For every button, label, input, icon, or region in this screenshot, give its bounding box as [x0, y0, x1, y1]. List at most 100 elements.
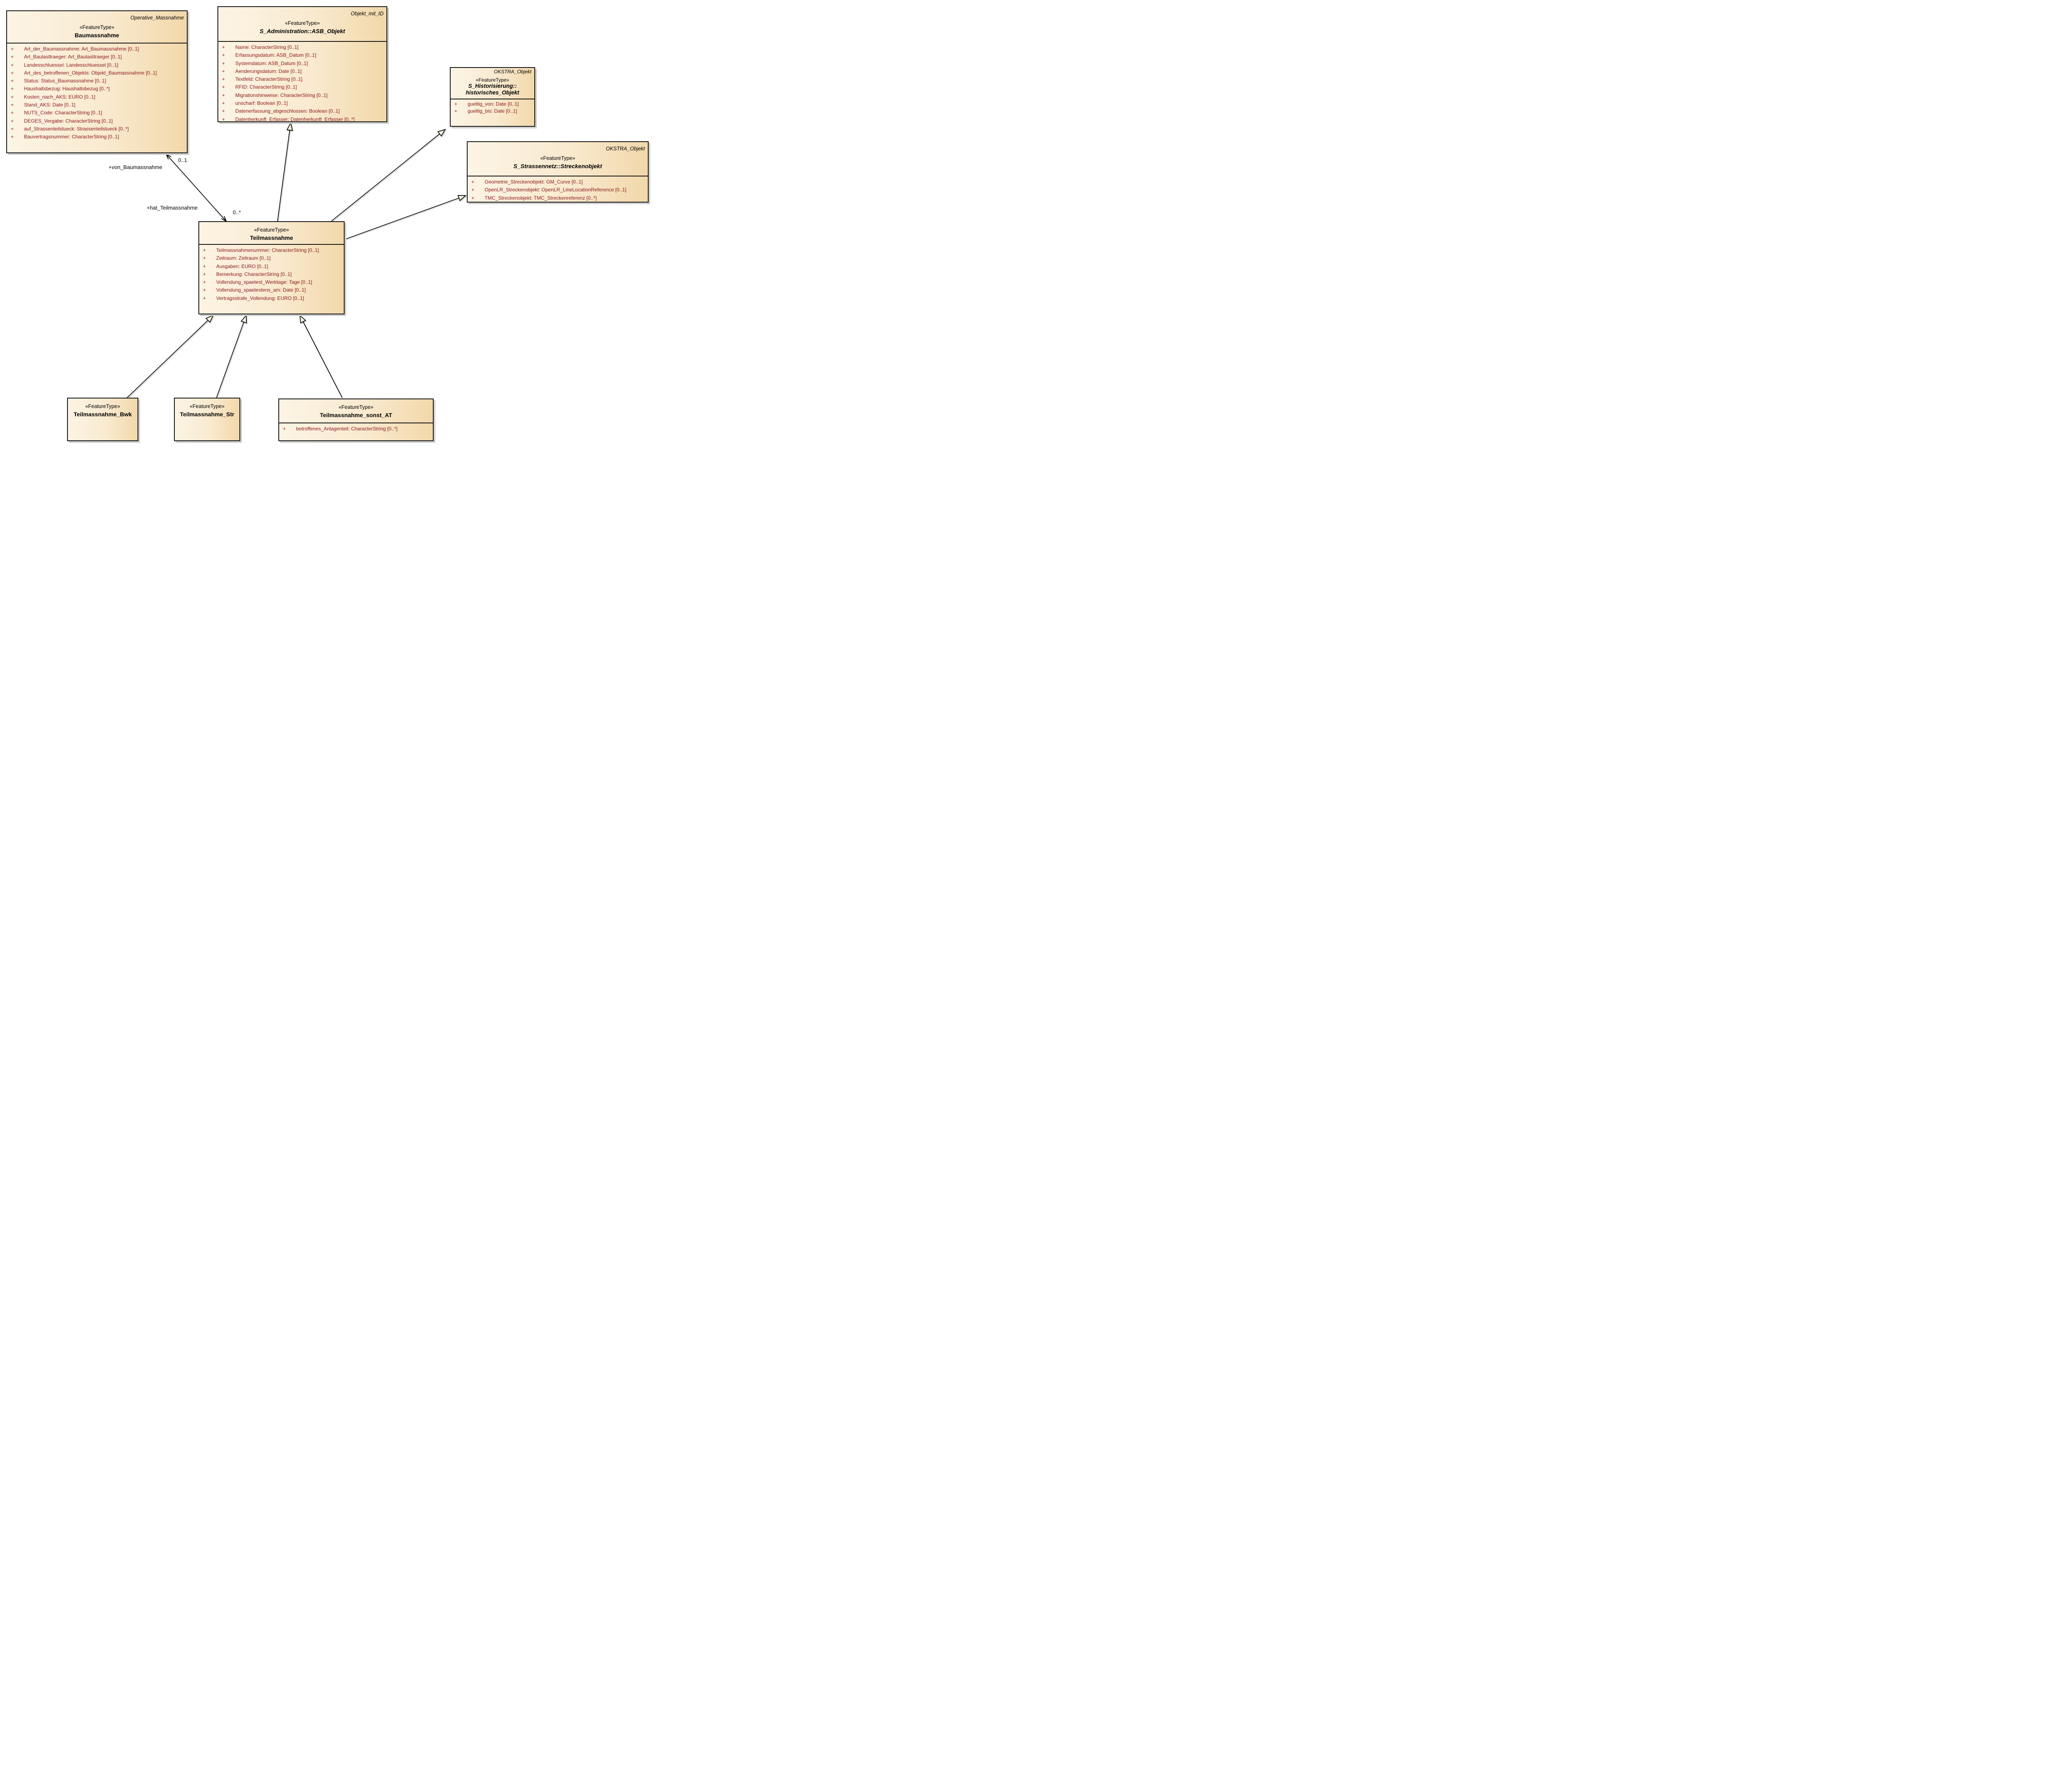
- attribute-row: +Stand_AKS: Date [0..1]: [7, 101, 187, 109]
- attribute-text: TMC_Streckenobjekt: TMC_Streckenreferenz…: [485, 195, 597, 201]
- attribute-text: gueltig_von: Date [0..1]: [468, 101, 519, 107]
- attribute-row: +Datenherkunft_Erfasser: Datenherkunft_E…: [218, 116, 386, 121]
- attribute-text: gueltig_bis: Date [0..1]: [468, 108, 517, 114]
- triangle-arrowhead-asb-objekt: [286, 122, 293, 131]
- attribute-text: Haushaltsbezug: Haushaltsbezug [0..*]: [24, 86, 110, 92]
- visibility-symbol: +: [454, 108, 458, 114]
- class-name-line-1: S_Historisierung::: [468, 83, 517, 89]
- parent-class-label: Operative_Massnahme: [130, 15, 184, 21]
- attribute-text: betroffenes_Anlagenteil: CharacterString…: [296, 426, 398, 432]
- attribute-row: +Migrationshinweise: CharacterString [0.…: [218, 92, 386, 99]
- class-box-teilmassnahme-str[interactable]: «FeatureType» Teilmassnahme_Str: [174, 398, 240, 441]
- class-header-asb-objekt: Objekt_mit_ID «FeatureType» S_Administra…: [218, 7, 386, 41]
- class-box-teilmassnahme-sonst-at[interactable]: «FeatureType» Teilmassnahme_sonst_AT + be…: [278, 398, 434, 441]
- attribute-text: Art_der_Baumassnahme: Art_Baumassnahme […: [24, 46, 139, 52]
- visibility-symbol: +: [11, 126, 14, 132]
- class-header-teilmassnahme-str: «FeatureType» Teilmassnahme_Str: [175, 398, 239, 440]
- visibility-symbol: +: [203, 287, 206, 293]
- class-header-historisches-objekt: OKSTRA_Objekt «FeatureType» S_Historisie…: [451, 68, 534, 99]
- visibility-symbol: +: [203, 279, 206, 285]
- stereotype-label: «FeatureType»: [338, 404, 374, 410]
- visibility-symbol: +: [11, 134, 14, 140]
- generalization-teilmassnahme-str-teilmassnahme[interactable]: [216, 322, 244, 398]
- visibility-symbol: +: [283, 426, 286, 432]
- class-box-teilmassnahme[interactable]: «FeatureType» Teilmassnahme +Teilmassnah…: [198, 221, 345, 314]
- visibility-symbol: +: [11, 118, 14, 124]
- triangle-arrowhead-historisches-objekt: [437, 128, 446, 137]
- attribute-text: Bauvertragsnummer: CharacterString [0..1…: [24, 134, 119, 140]
- attribute-row: + gueltig_bis: Date [0..1]: [451, 108, 534, 115]
- class-name: Teilmassnahme_sonst_AT: [320, 412, 392, 418]
- visibility-symbol: +: [222, 52, 225, 58]
- stereotype-label: «FeatureType»: [540, 155, 575, 161]
- attribute-row: +Bemerkung: CharacterString [0..1]: [199, 270, 344, 278]
- visibility-symbol: +: [222, 68, 225, 74]
- attribute-text: Vollendung_spaetestens_am: Date [0..1]: [216, 287, 306, 293]
- triangle-arrowhead-teilmassnahme-right: [299, 314, 307, 324]
- triangle-arrowhead-teilmassnahme-middle: [240, 314, 247, 324]
- attribute-row: +OpenLR_Streckenobjekt: OpenLR_LineLocat…: [468, 186, 648, 194]
- attribute-text: Ausgaben: EURO [0..1]: [216, 263, 268, 269]
- attribute-text: Teilmassnahmenummer: CharacterString [0.…: [216, 247, 319, 253]
- class-name-line-2: historisches_Objekt: [466, 89, 519, 96]
- association-baumassnahme-teilmassnahme[interactable]: [166, 154, 227, 222]
- class-name: Teilmassnahme_Str: [180, 411, 234, 418]
- stereotype-label: «FeatureType»: [189, 403, 225, 409]
- visibility-symbol: +: [203, 263, 206, 269]
- visibility-symbol: +: [222, 84, 225, 90]
- attribute-row: +Art_des_betroffenen_Objekts: Objekt_Bau…: [7, 69, 187, 77]
- class-box-baumassnahme[interactable]: Operative_Massnahme «FeatureType» Baumas…: [6, 10, 188, 153]
- attributes-compartment-teilmassnahme: + Teilmassnahmenummer: CharacterString [0…: [199, 244, 344, 314]
- attribute-row: + DEGES_Vergabe: CharacterString [0..1]: [7, 117, 187, 125]
- visibility-symbol: +: [471, 179, 475, 185]
- class-header-streckenobjekt: OKSTRA_Objekt «FeatureType» S_Strassenne…: [468, 142, 648, 176]
- class-name: S_Strassennetz::Streckenobjekt: [513, 163, 602, 169]
- attribute-text: DEGES_Vergabe: CharacterString [0..1]: [24, 118, 113, 124]
- class-header-teilmassnahme-bwk: «FeatureType» Teilmassnahme_Bwk: [68, 398, 138, 440]
- class-box-historisches-objekt[interactable]: OKSTRA_Objekt «FeatureType» S_Historisie…: [450, 67, 535, 127]
- visibility-symbol: +: [11, 102, 14, 108]
- stereotype-label: «FeatureType»: [79, 24, 115, 30]
- generalization-teilmassnahme-asb-objekt[interactable]: [277, 130, 290, 222]
- visibility-symbol: +: [11, 62, 14, 68]
- generalization-teilmassnahme-historisches-objekt[interactable]: [331, 133, 440, 222]
- attribute-text: Erfassungsdatum: ASB_Datum [0..1]: [235, 52, 316, 58]
- attribute-row: + Vollendung_spaetestens_am: Date [0..1]: [199, 286, 344, 294]
- attributes-compartment-teilmassnahme-sonst-at: + betroffenes_Anlagenteil: CharacterStrin…: [279, 423, 433, 440]
- visibility-symbol: +: [11, 110, 14, 116]
- attribute-row: + Teilmassnahmenummer: CharacterString [0…: [199, 246, 344, 254]
- class-box-teilmassnahme-bwk[interactable]: «FeatureType» Teilmassnahme_Bwk: [67, 398, 138, 441]
- attribute-row: +Art_Baulasttraeger: Art_Baulasttraeger …: [7, 53, 187, 61]
- attribute-row: +Geometrie_Streckenobjekt: GM_Curve [0..…: [468, 178, 648, 186]
- attribute-row: +RFID: CharacterString [0..1]: [218, 83, 386, 91]
- attribute-row: +gueltig_von: Date [0..1]: [451, 101, 534, 108]
- attribute-row: +Art_der_Baumassnahme: Art_Baumassnahme …: [7, 45, 187, 53]
- class-box-streckenobjekt[interactable]: OKSTRA_Objekt «FeatureType» S_Strassenne…: [467, 141, 649, 203]
- attribute-row: + Erfassungsdatum: ASB_Datum [0..1]: [218, 51, 386, 59]
- attribute-row: +Landesschluessel: Landesschluessel [0..…: [7, 61, 187, 69]
- class-name: Baumassnahme: [75, 32, 119, 39]
- class-box-asb-objekt[interactable]: Objekt_mit_ID «FeatureType» S_Administra…: [217, 6, 387, 122]
- parent-class-label: OKSTRA_Objekt: [606, 146, 645, 152]
- class-name: Teilmassnahme_Bwk: [73, 411, 132, 418]
- attribute-text: NUTS_Code: CharacterString [0..1]: [24, 110, 102, 116]
- visibility-symbol: +: [203, 255, 206, 261]
- attribute-text: Status: Status_Baumassnahme [0..1]: [24, 78, 106, 84]
- generalization-teilmassnahme-streckenobjekt[interactable]: [344, 198, 459, 240]
- attributes-compartment-asb-objekt: +Name: CharacterString [0..1] +Erfassung…: [218, 41, 386, 121]
- visibility-symbol: +: [222, 100, 225, 106]
- attribute-text: Vollendung_spaetest_Werktage: Tage [0..1…: [216, 279, 312, 285]
- attributes-compartment-historisches-objekt: +gueltig_von: Date [0..1] + gueltig_bis: …: [451, 99, 534, 126]
- generalization-teilmassnahme-sonst-at-teilmassnahme[interactable]: [303, 321, 343, 398]
- stereotype-label: «FeatureType»: [85, 403, 121, 409]
- visibility-symbol: +: [222, 76, 225, 82]
- attribute-text: auf_Strassenteilstueck: Strassenteilstue…: [24, 126, 129, 132]
- visibility-symbol: +: [203, 247, 206, 253]
- visibility-symbol: +: [471, 187, 475, 193]
- uml-class-diagram: +von_Baumassnahme 0..1 +hat_Teilmassnahm…: [0, 0, 657, 448]
- generalization-teilmassnahme-bwk-teilmassnahme[interactable]: [127, 320, 208, 398]
- association-target-role-label: +hat_Teilmassnahme: [147, 205, 198, 211]
- triangle-arrowhead-streckenobjekt: [457, 195, 467, 201]
- attribute-text: Art_Baulasttraeger: Art_Baulasttraeger […: [24, 54, 122, 60]
- stereotype-label: «FeatureType»: [285, 20, 320, 26]
